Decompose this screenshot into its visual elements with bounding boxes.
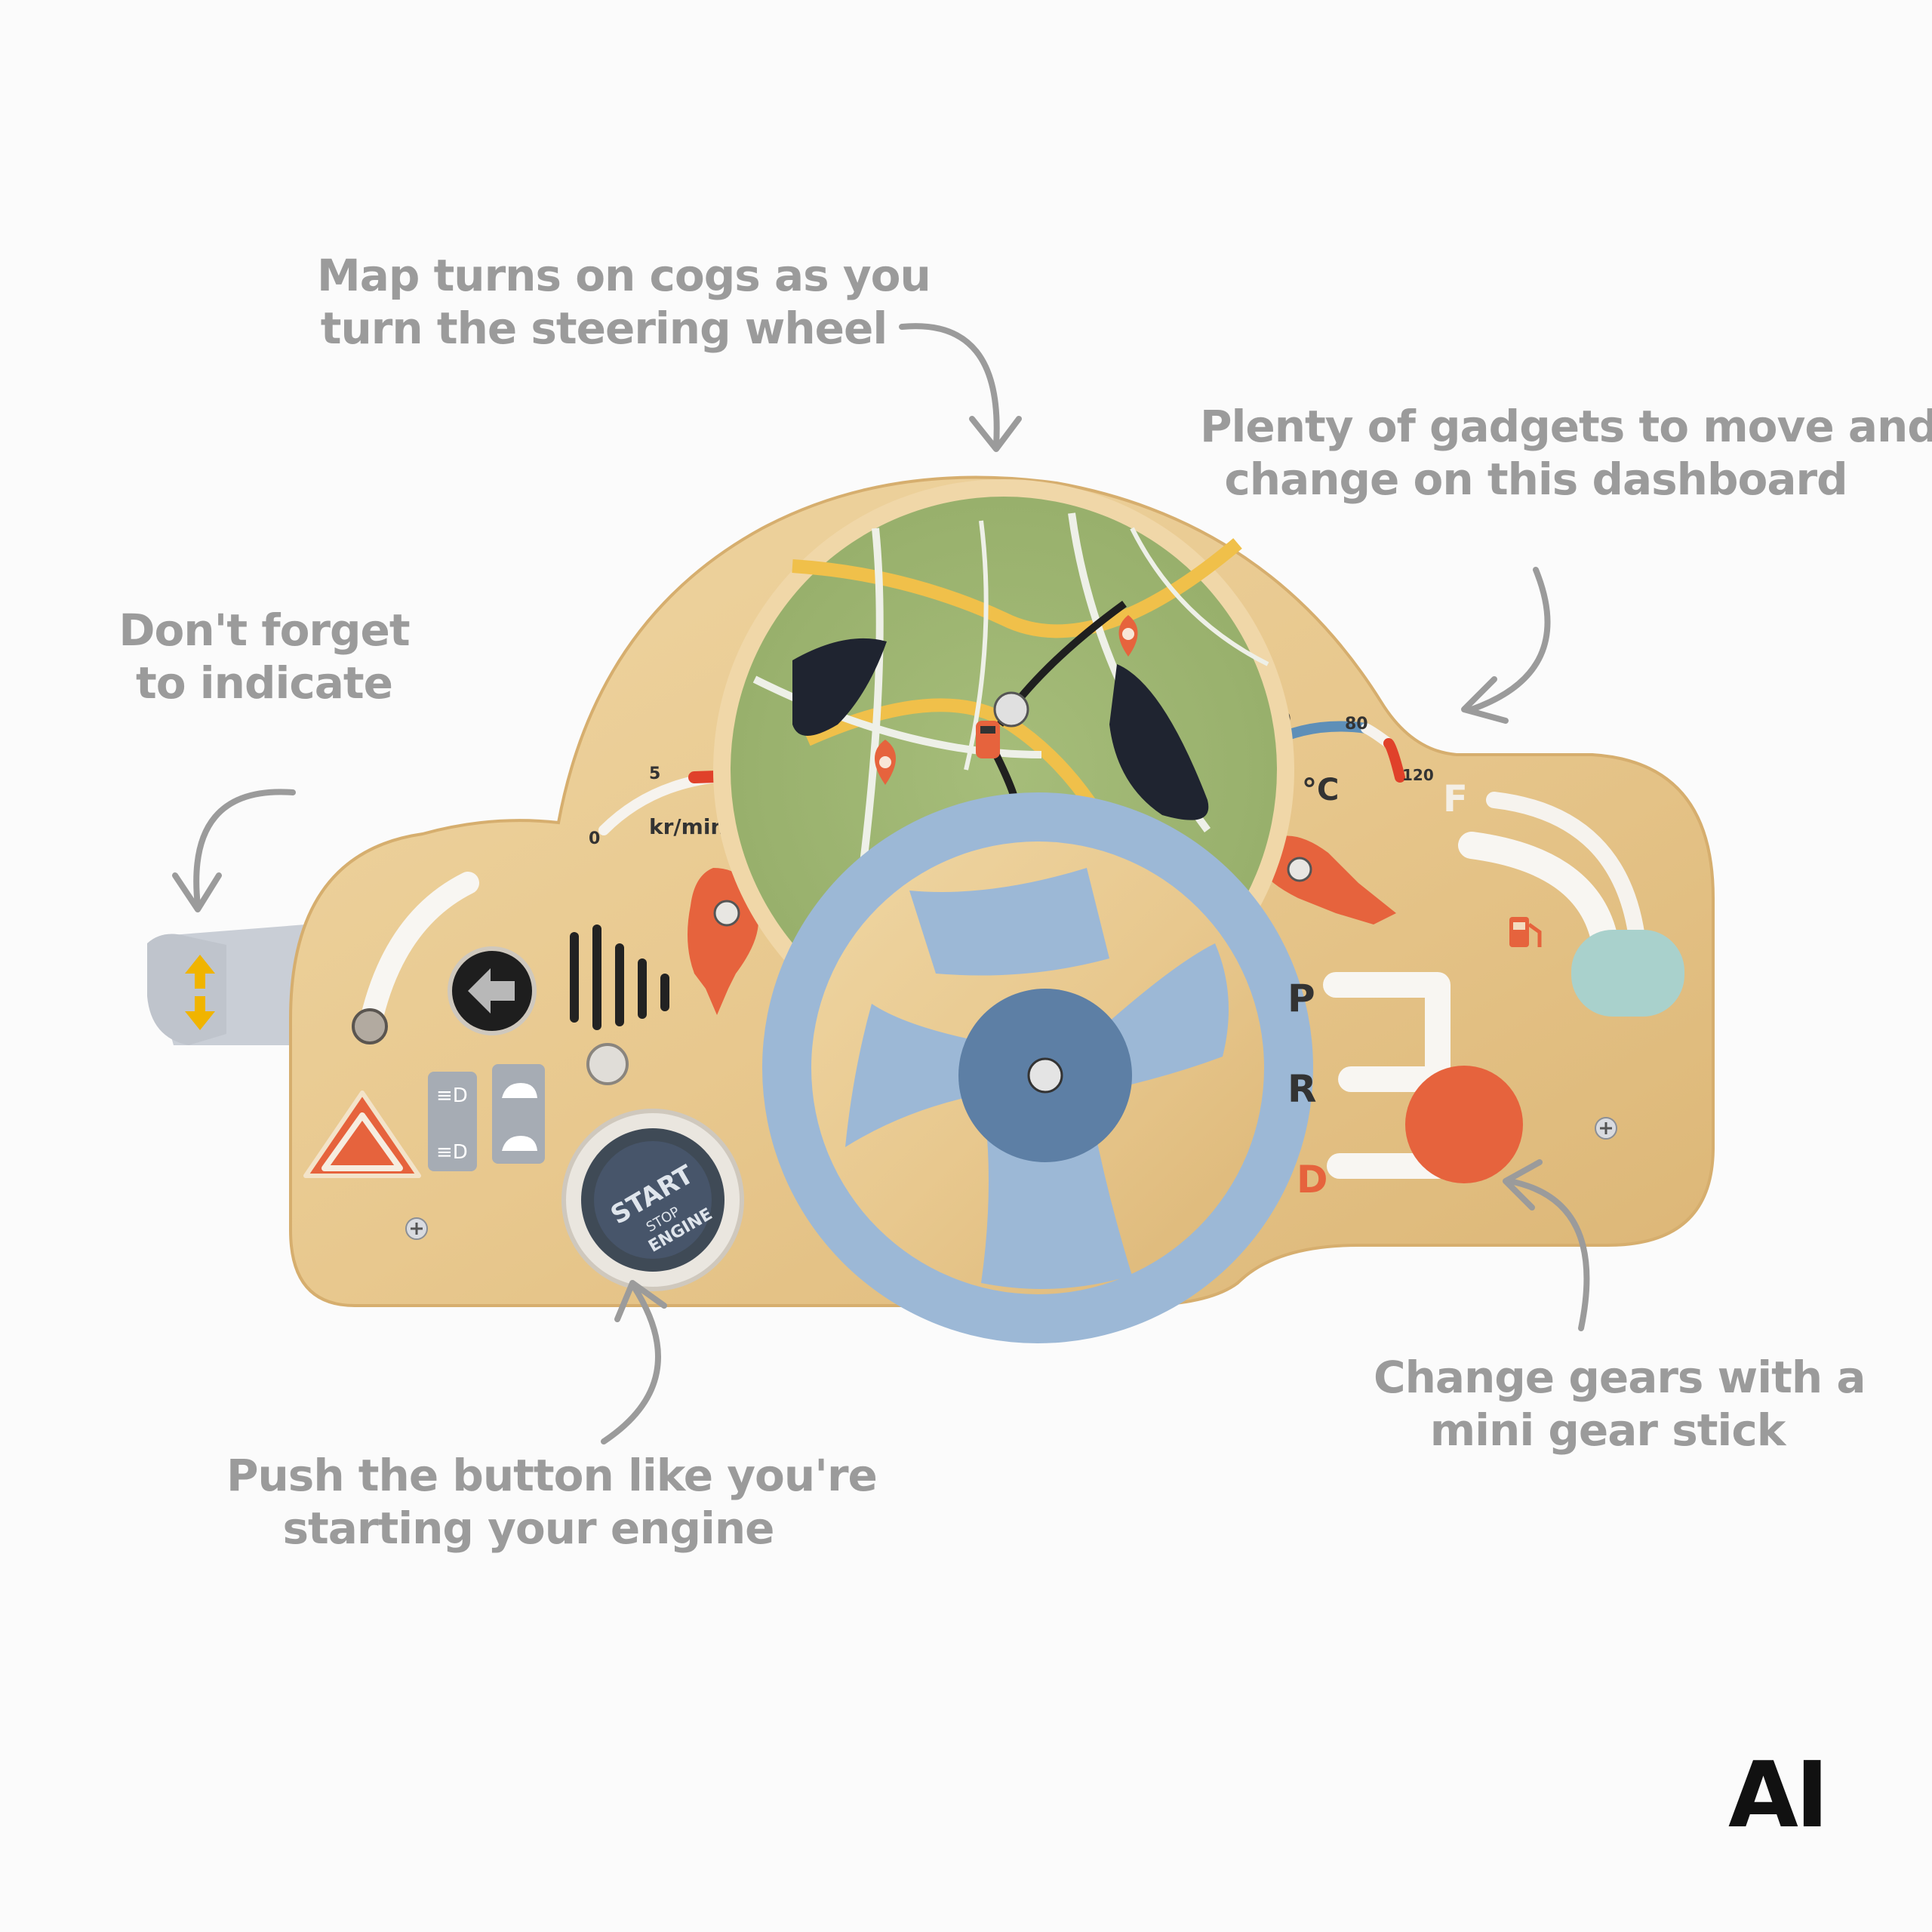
gear-label-d: D: [1297, 1158, 1328, 1201]
arrow-engine-callout: [601, 1284, 661, 1444]
headlight-high-icon: ≡D: [436, 1084, 468, 1107]
wiper-switch[interactable]: [492, 1064, 545, 1164]
fuel-label-full: F: [1443, 778, 1468, 820]
headlight-low-icon: ≡D: [436, 1141, 468, 1164]
gear-label-p: P: [1287, 977, 1315, 1020]
gear-selector[interactable]: P R D: [1287, 972, 1523, 1201]
rpm-label-min: 0: [589, 829, 600, 848]
car-rear-icon: [502, 1136, 537, 1151]
arrow-indicate-callout: [193, 789, 296, 909]
fuel-pump-icon: [1509, 917, 1542, 947]
orange-lever-right[interactable]: [1260, 835, 1396, 925]
callout-gadgets-line2: change on this dashboard: [1224, 454, 1847, 505]
arrow-up-icon: [185, 955, 215, 989]
callout-gears-line1: Change gears with a: [1374, 1352, 1866, 1403]
arrow-gears-head: [1503, 1159, 1543, 1211]
gear-stick-knob[interactable]: [1405, 1066, 1523, 1183]
callout-indicate-line2: to indicate: [136, 657, 393, 709]
fuel-slider-knob[interactable]: [1571, 930, 1684, 1017]
callout-map-line2: turn the steering wheel: [320, 303, 888, 354]
callout-gears: Change gears with a mini gear stick: [1374, 1351, 1866, 1457]
arrow-gadgets-head: [1461, 676, 1509, 724]
indicator-stalk[interactable]: [147, 924, 306, 1045]
car-marker-icon: [976, 721, 1000, 758]
temp-unit: °C: [1302, 773, 1339, 808]
callout-gadgets-line1: Plenty of gadgets to move and: [1200, 401, 1932, 452]
steering-wheel[interactable]: [762, 792, 1313, 1343]
callout-map-line1: Map turns on cogs as you: [317, 250, 931, 301]
callout-engine-line1: Push the button like you're: [226, 1450, 878, 1501]
rpm-unit: kr/min: [649, 814, 725, 839]
fuel-gauge: F: [1443, 778, 1684, 1017]
start-engine-button[interactable]: START STOP ENGINE: [561, 1109, 744, 1291]
callout-map: Map turns on cogs as you turn the steeri…: [317, 249, 931, 355]
arrow-map-callout: [899, 323, 1000, 448]
arrow-down-icon: [185, 996, 215, 1030]
screw-icon: [405, 1117, 1617, 1240]
steering-hub-bolt: [1027, 1057, 1063, 1094]
hazard-icon[interactable]: [303, 1091, 421, 1178]
callout-gadgets: Plenty of gadgets to move and change on …: [1200, 400, 1932, 506]
car-front-icon: [502, 1083, 537, 1098]
arrow-engine-head: [614, 1280, 667, 1322]
ai-badge: AI: [1728, 1743, 1829, 1848]
arrow-map-head: [969, 416, 1022, 452]
turn-signal-display: [448, 946, 537, 1035]
indicator-slot-knob[interactable]: [352, 1008, 388, 1044]
orange-lever-left[interactable]: [688, 868, 758, 1015]
rpm-label-mid: 5: [649, 764, 660, 783]
gear-label-r: R: [1287, 1067, 1317, 1111]
dark-region-left: [792, 638, 887, 736]
temp-label-120: 120: [1402, 766, 1434, 784]
location-pin-icon: [875, 615, 1138, 785]
dark-region-right: [1109, 664, 1209, 820]
arrow-gadgets-callout: [1469, 567, 1551, 712]
callout-engine-line2: starting your engine: [282, 1503, 775, 1554]
arrow-left-icon: [468, 968, 515, 1014]
speaker-grille: [570, 924, 669, 1030]
callout-gears-line2: mini gear stick: [1429, 1404, 1786, 1456]
arrow-gears-callout: [1506, 1178, 1590, 1331]
headlight-switch[interactable]: ≡D ≡D: [428, 1072, 477, 1171]
callout-engine: Push the button like you're starting you…: [226, 1449, 878, 1555]
callout-indicate-line1: Don't forget: [118, 605, 410, 656]
map-center-bolt: [993, 691, 1029, 728]
callout-indicate: Don't forget to indicate: [106, 604, 423, 709]
arrow-indicate-head: [172, 872, 222, 912]
horn-button[interactable]: [586, 1043, 629, 1085]
temp-label-80: 80: [1345, 715, 1368, 734]
